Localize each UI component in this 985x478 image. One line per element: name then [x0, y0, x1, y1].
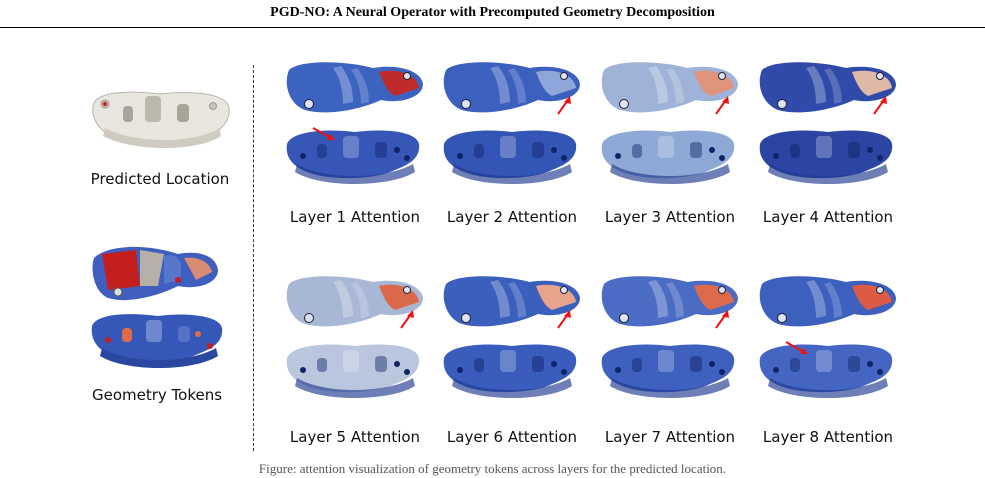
- layer-6-label: Layer 6 Attention: [446, 428, 578, 446]
- title-rule: [0, 27, 985, 28]
- layer-7-render: [598, 272, 743, 412]
- geometry-tokens-render: [88, 240, 228, 382]
- layer-4-render: [756, 58, 901, 198]
- layer-2-render: [440, 58, 585, 198]
- layer-7-label: Layer 7 Attention: [604, 428, 736, 446]
- predicted-location-render: [85, 84, 235, 156]
- layer-4-label: Layer 4 Attention: [762, 208, 894, 226]
- layer-8-label: Layer 8 Attention: [762, 428, 894, 446]
- layer-8-render: [756, 272, 901, 412]
- layer-1-render: [283, 58, 428, 198]
- layer-5-render: [283, 272, 428, 412]
- geometry-tokens-label: Geometry Tokens: [91, 386, 223, 404]
- layer-3-label: Layer 3 Attention: [604, 208, 736, 226]
- layer-3-render: [598, 58, 743, 198]
- layer-2-label: Layer 2 Attention: [446, 208, 578, 226]
- layer-1-label: Layer 1 Attention: [289, 208, 421, 226]
- layer-6-render: [440, 272, 585, 412]
- predicted-location-label: Predicted Location: [90, 170, 230, 188]
- layer-5-label: Layer 5 Attention: [289, 428, 421, 446]
- paper-title: PGD-NO: A Neural Operator with Precomput…: [270, 5, 715, 20]
- dashed-divider: [253, 65, 254, 451]
- figure-caption: Figure: attention visualization of geome…: [258, 461, 727, 476]
